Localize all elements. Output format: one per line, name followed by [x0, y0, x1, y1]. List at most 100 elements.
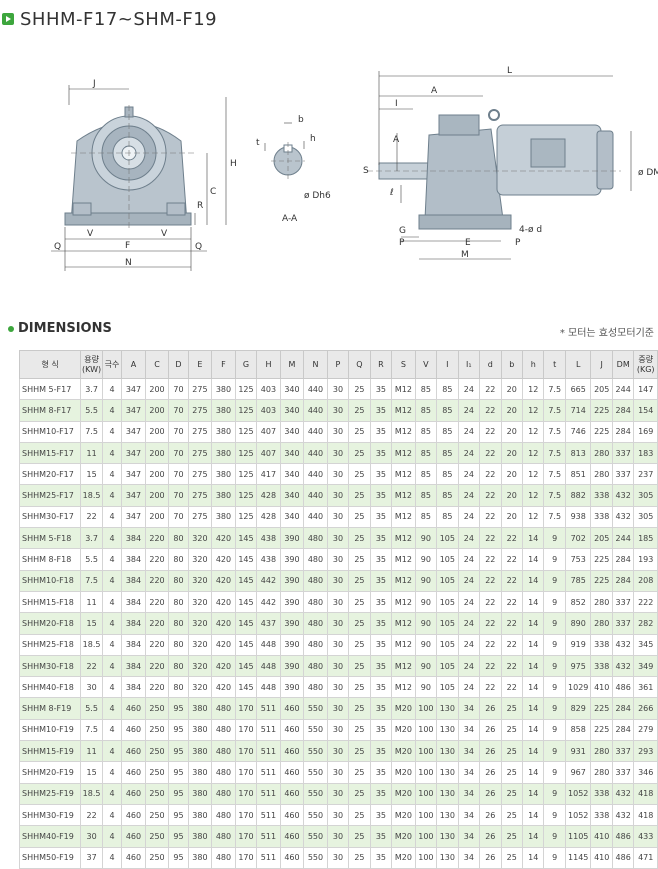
value-cell: M20 [391, 803, 416, 827]
value-cell: 200 [144, 505, 170, 529]
value-cell: 14 [521, 527, 545, 550]
value-cell: 7.5 [543, 505, 566, 529]
value-cell: 225 [590, 548, 613, 571]
value-cell: 95 [168, 761, 189, 784]
value-cell: 380 [187, 782, 213, 805]
value-cell: 785 [564, 569, 592, 592]
value-cell: 30 [326, 505, 350, 529]
value-cell: 340 [279, 399, 305, 422]
value-cell: 511 [256, 782, 281, 805]
value-cell: 25 [500, 782, 524, 805]
value-cell: 250 [144, 740, 170, 763]
value-cell: 193 [633, 548, 658, 571]
value-cell: 125 [234, 484, 258, 507]
value-cell: 34 [457, 825, 481, 848]
value-cell: 125 [234, 420, 258, 443]
label-l1: ℓ [389, 188, 394, 198]
value-cell: 384 [121, 527, 146, 550]
value-cell: 9 [543, 782, 566, 805]
value-cell: 170 [234, 697, 258, 720]
value-cell: 35 [369, 441, 393, 465]
value-cell: 340 [279, 377, 305, 401]
value-cell: 35 [369, 761, 393, 784]
value-cell: 25 [348, 803, 371, 827]
value-cell: 403 [256, 399, 281, 422]
value-cell: 25 [500, 718, 524, 742]
label-t: t [256, 138, 260, 148]
value-cell: 100 [414, 740, 438, 763]
value-cell: 550 [303, 697, 328, 720]
value-cell: 384 [121, 590, 146, 614]
value-cell: 225 [590, 718, 613, 742]
value-cell: 407 [256, 420, 281, 443]
value-cell: 460 [279, 782, 305, 805]
column-header: 극수 [101, 350, 123, 379]
value-cell: 37 [80, 846, 103, 869]
value-cell: 25 [348, 718, 371, 742]
value-cell: M12 [391, 463, 416, 486]
value-cell: M20 [391, 782, 416, 805]
value-cell: 420 [211, 654, 236, 678]
value-cell: 12 [521, 463, 545, 486]
value-cell: 4 [101, 803, 123, 827]
value-cell: 486 [611, 825, 635, 848]
value-cell: 169 [633, 420, 658, 443]
value-cell: M20 [391, 825, 416, 848]
value-cell: 275 [187, 399, 213, 422]
value-cell: 280 [590, 463, 613, 486]
value-cell: 7.5 [543, 441, 566, 465]
value-cell: 25 [348, 761, 371, 784]
value-cell: 347 [121, 484, 146, 507]
value-cell: 460 [279, 803, 305, 827]
model-cell: SHHM50-F19 [18, 846, 82, 869]
value-cell: 70 [168, 505, 189, 529]
model-cell: SHHM20-F17 [18, 463, 82, 486]
value-cell: 340 [279, 420, 305, 443]
value-cell: 702 [564, 527, 592, 550]
value-cell: 20 [500, 441, 524, 465]
value-cell: 14 [521, 718, 545, 742]
value-cell: 4 [101, 740, 123, 763]
value-cell: 5.5 [80, 399, 103, 422]
value-cell: 130 [436, 846, 459, 869]
model-cell: SHHM25-F17 [18, 484, 82, 507]
value-cell: 24 [457, 676, 481, 699]
value-cell: 22 [479, 548, 502, 571]
value-cell: 95 [168, 825, 189, 848]
value-cell: 380 [187, 846, 213, 869]
value-cell: 480 [211, 718, 236, 742]
value-cell: 442 [256, 569, 281, 592]
value-cell: 420 [211, 590, 236, 614]
value-cell: 145 [234, 548, 258, 571]
value-cell: 7.5 [543, 484, 566, 507]
value-cell: 35 [369, 676, 393, 699]
column-header: V [414, 350, 438, 379]
value-cell: 24 [457, 633, 481, 656]
value-cell: 30 [326, 697, 350, 720]
value-cell: 90 [414, 527, 438, 550]
value-cell: 7.5 [80, 718, 103, 742]
value-cell: M12 [391, 527, 416, 550]
value-cell: 170 [234, 782, 258, 805]
value-cell: 250 [144, 782, 170, 805]
value-cell: 284 [611, 569, 635, 592]
value-cell: 7.5 [543, 377, 566, 401]
value-cell: 460 [279, 740, 305, 763]
value-cell: 1052 [564, 782, 592, 805]
value-cell: 438 [256, 548, 281, 571]
value-cell: 14 [521, 633, 545, 656]
value-cell: 30 [326, 782, 350, 805]
page-header: SHHM-F17~SHM-F19 [0, 6, 217, 32]
value-cell: 30 [326, 399, 350, 422]
value-cell: 347 [121, 377, 146, 401]
value-cell: 480 [211, 782, 236, 805]
value-cell: 858 [564, 718, 592, 742]
value-cell: 30 [326, 420, 350, 443]
value-cell: 145 [234, 612, 258, 635]
value-cell: 25 [348, 377, 371, 401]
value-cell: 18.5 [80, 484, 103, 507]
value-cell: 420 [211, 548, 236, 571]
value-cell: 90 [414, 633, 438, 656]
